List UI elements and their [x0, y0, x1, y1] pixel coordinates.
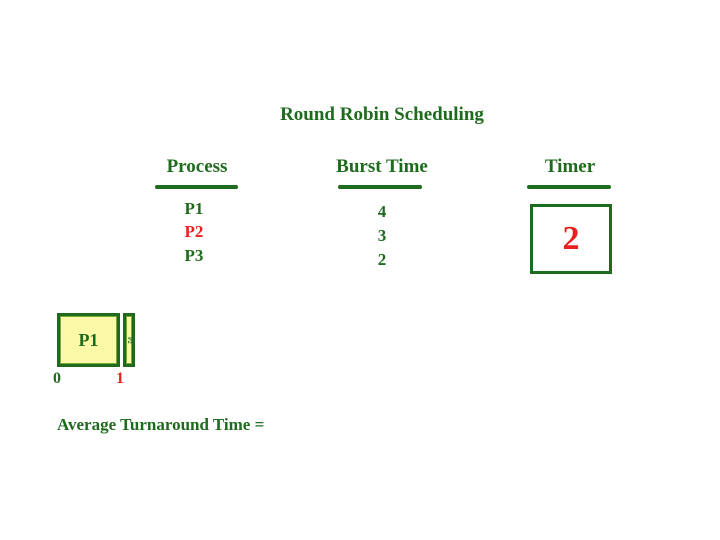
process-header: Process — [166, 156, 228, 177]
diagram-title: Round Robin Scheduling — [280, 104, 484, 125]
gantt-tick-label: 0 — [53, 370, 61, 387]
gantt-block-p1: P1 — [57, 313, 120, 367]
burst-time-cell: 2 — [377, 250, 387, 269]
average-turnaround-label: Average Turnaround Time = — [57, 415, 265, 434]
gantt-tick-label: 1 — [116, 370, 124, 387]
timer-header-underline — [527, 185, 611, 189]
burst-time-cell: 3 — [377, 226, 387, 245]
process-cell: P1 — [184, 199, 204, 218]
gantt-block-label: P2 — [126, 336, 132, 344]
burst-time-cell: 4 — [377, 202, 387, 221]
timer-header: Timer — [544, 156, 596, 177]
timer-box: 2 — [530, 204, 612, 274]
timer-value: 2 — [562, 220, 580, 257]
gantt-block-label: P1 — [78, 329, 99, 350]
process-cell: P3 — [184, 246, 204, 265]
burst-time-header: Burst Time — [336, 156, 428, 177]
gantt-block-p2: P2 — [123, 313, 135, 367]
process-header-underline — [155, 185, 238, 189]
burst-header-underline — [338, 185, 422, 189]
process-cell: P2 — [184, 222, 204, 241]
